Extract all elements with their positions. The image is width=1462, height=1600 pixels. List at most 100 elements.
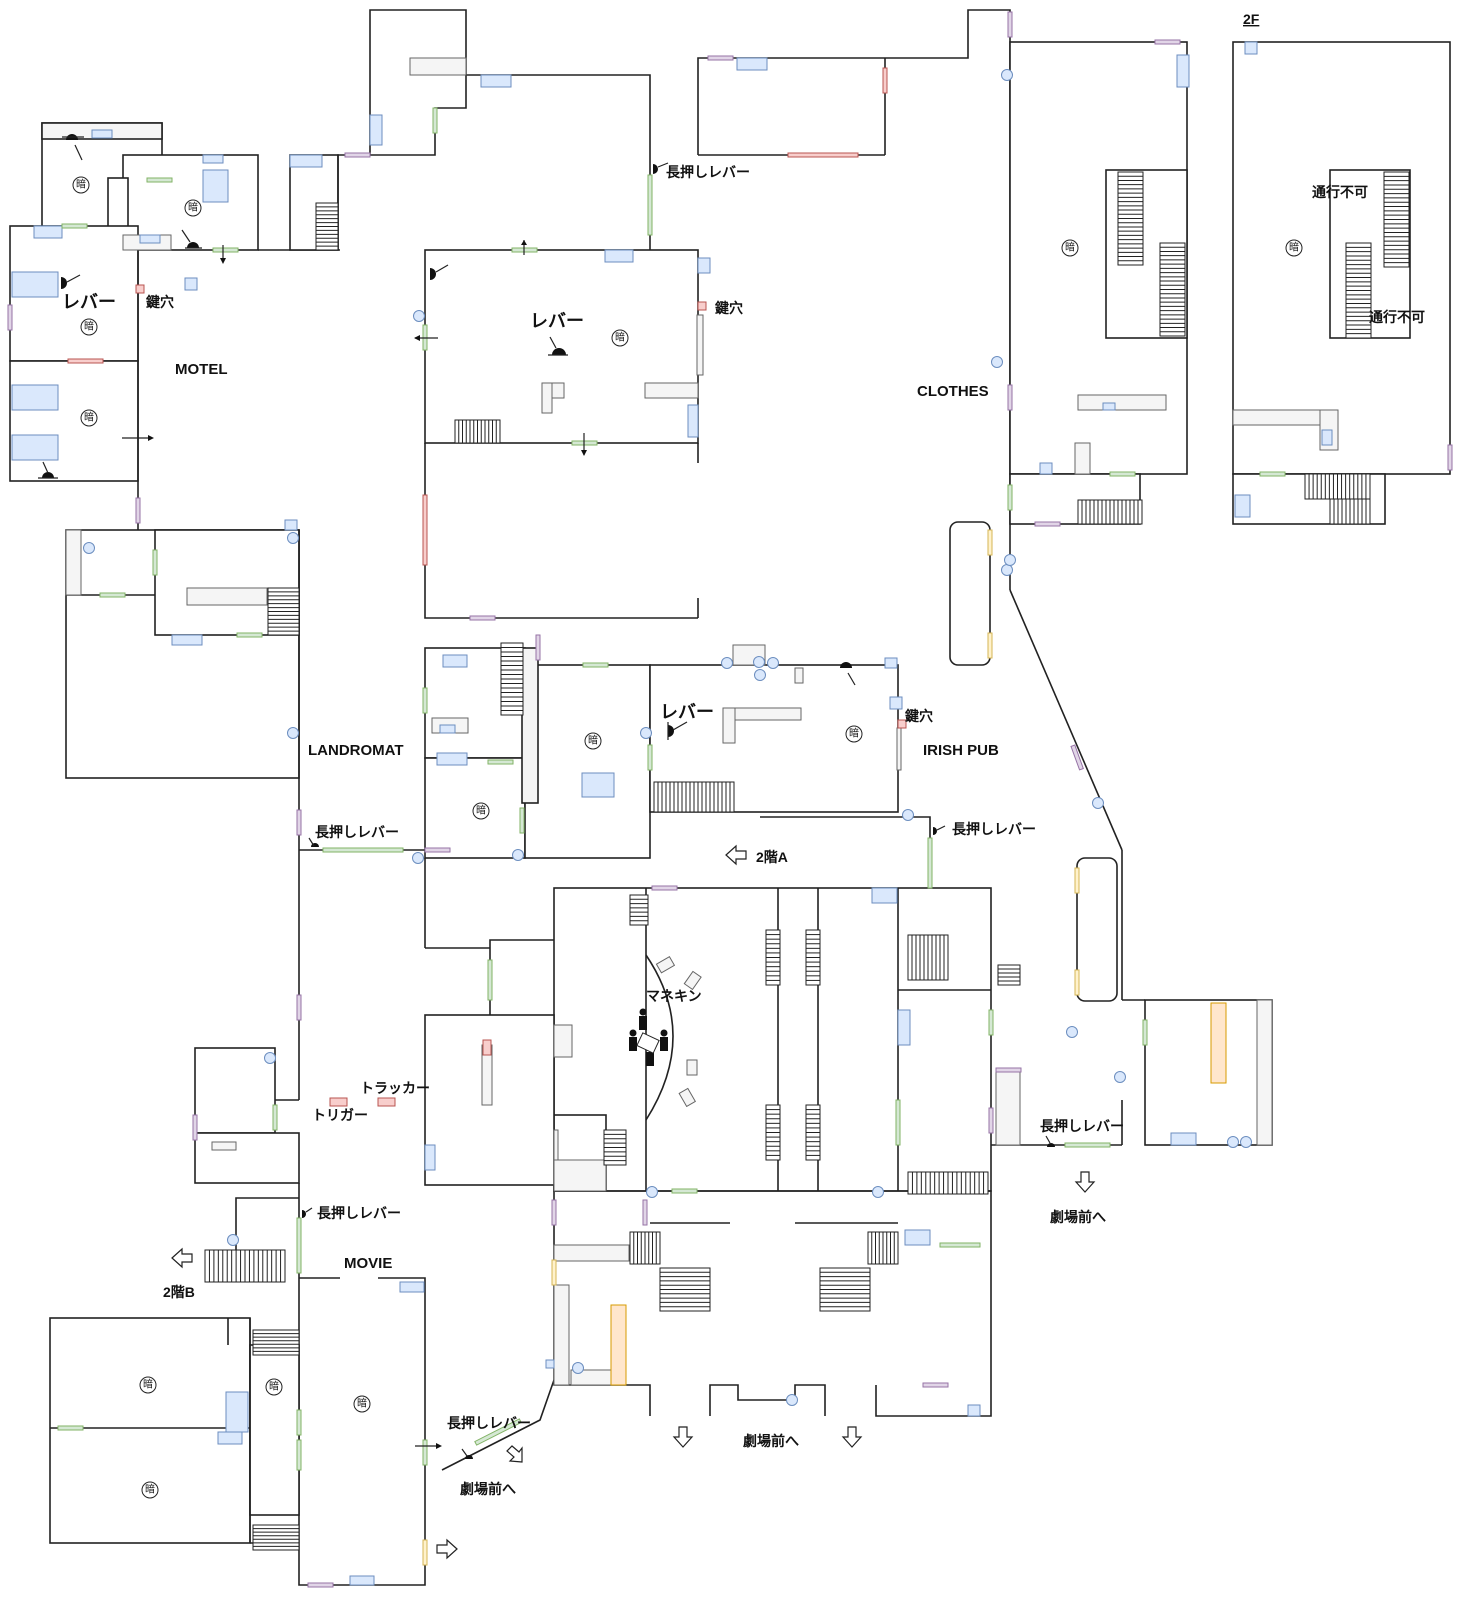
floor2-b-label: 2階B bbox=[163, 1284, 195, 1300]
long-press-lever-label-5: 長押しレバー bbox=[1040, 1118, 1124, 1134]
hollow-arrow-icon bbox=[725, 844, 747, 866]
pillar-icon bbox=[640, 727, 652, 739]
stairs-icon bbox=[1304, 473, 1371, 500]
pub-room-mid bbox=[524, 664, 651, 859]
lever-icon bbox=[933, 827, 937, 835]
pillar-icon bbox=[786, 1394, 798, 1406]
to-theater-front-label-1: 劇場前へ bbox=[1050, 1209, 1106, 1225]
pillar-icon bbox=[512, 849, 524, 861]
stairs-icon bbox=[500, 642, 524, 716]
hollow-arrow-icon bbox=[506, 1445, 523, 1463]
pillar-icon bbox=[1240, 1136, 1252, 1148]
svg-text:暗: 暗 bbox=[269, 1380, 279, 1393]
pillar-icon bbox=[412, 852, 424, 864]
pillar-icon bbox=[872, 1186, 884, 1198]
long-press-lever-label-3: 長押しレバー bbox=[315, 824, 399, 840]
long-press-lever-label-6: 長押しレバー bbox=[447, 1415, 531, 1431]
stairs-icon bbox=[603, 1129, 627, 1166]
pub-column bbox=[521, 647, 539, 804]
stairs-icon bbox=[629, 1231, 661, 1265]
stairs-icon bbox=[1159, 242, 1186, 337]
stairs-icon bbox=[997, 964, 1021, 986]
svg-text:暗: 暗 bbox=[357, 1397, 367, 1410]
hollow-arrow-icon bbox=[171, 1247, 193, 1269]
stairs-icon bbox=[1329, 498, 1371, 525]
elevator-bottom bbox=[1076, 857, 1118, 1002]
stairs-icon bbox=[1383, 171, 1410, 268]
stairs-icon bbox=[1345, 242, 1372, 339]
stairs-icon bbox=[907, 934, 949, 981]
svg-text:暗: 暗 bbox=[84, 411, 94, 424]
area-movie-label: MOVIE bbox=[344, 1255, 392, 1272]
stairs-icon bbox=[629, 894, 649, 926]
area-clothes-label: CLOTHES bbox=[917, 383, 989, 400]
stairs-icon bbox=[805, 929, 821, 986]
pillar-icon bbox=[1227, 1136, 1239, 1148]
to-theater-front-label-3: 劇場前へ bbox=[460, 1481, 516, 1497]
hollow-arrow-icon bbox=[436, 1538, 458, 1560]
pillar-icon bbox=[767, 657, 779, 669]
stairs-icon bbox=[252, 1524, 300, 1551]
pillar-icon bbox=[1001, 564, 1013, 576]
person-icon bbox=[629, 1029, 637, 1051]
stairs-icon bbox=[653, 781, 735, 813]
no-entry-label-2: 通行不可 bbox=[1369, 309, 1425, 325]
lever-icon bbox=[668, 725, 674, 737]
pillar-icon bbox=[1114, 1071, 1126, 1083]
pillar-icon bbox=[991, 356, 1003, 368]
floor-2f-label: 2F bbox=[1243, 11, 1260, 27]
dark-room-marker: 暗 bbox=[1285, 239, 1303, 257]
pillar-icon bbox=[413, 310, 425, 322]
mannequin-group bbox=[629, 1008, 668, 1066]
area-motel-label: MOTEL bbox=[175, 361, 228, 378]
trigger-left-lower bbox=[194, 1132, 300, 1184]
pillar-icon bbox=[754, 669, 766, 681]
svg-text:暗: 暗 bbox=[145, 1483, 155, 1496]
dark-room-marker: 暗 bbox=[584, 732, 602, 750]
dark-room-marker: 暗 bbox=[72, 176, 90, 194]
right-lower-room bbox=[1144, 999, 1273, 1146]
stairs-icon bbox=[765, 929, 781, 986]
stairs-icon bbox=[765, 1104, 781, 1161]
dark-room-marker: 暗 bbox=[80, 318, 98, 336]
long-press-lever-label-1: 長押しレバー bbox=[666, 164, 750, 180]
dark-room-marker: 暗 bbox=[141, 1481, 159, 1499]
stairs-icon bbox=[659, 1267, 711, 1312]
lever-icon bbox=[653, 164, 658, 174]
pillar-icon bbox=[227, 1234, 239, 1246]
dark-room-marker: 暗 bbox=[845, 725, 863, 743]
pillar-icon bbox=[1066, 1026, 1078, 1038]
trigger-left-room bbox=[194, 1047, 276, 1134]
dark-room-marker: 暗 bbox=[611, 329, 629, 347]
pillars bbox=[83, 69, 1252, 1406]
dark-marks: 暗暗暗暗暗暗暗暗暗暗暗暗暗暗 bbox=[72, 176, 1303, 1499]
svg-text:暗: 暗 bbox=[76, 178, 86, 191]
stairs-icon bbox=[805, 1104, 821, 1161]
lever-label-center: レバー bbox=[530, 311, 584, 331]
stairs-icon bbox=[867, 1231, 899, 1265]
pillar-icon bbox=[83, 542, 95, 554]
pillar-icon bbox=[721, 657, 733, 669]
svg-text:暗: 暗 bbox=[143, 1378, 153, 1391]
direction-arrows bbox=[122, 240, 587, 1449]
pillar-icon bbox=[287, 727, 299, 739]
lever-icon bbox=[1047, 1143, 1055, 1147]
person-icon bbox=[660, 1029, 668, 1051]
svg-text:暗: 暗 bbox=[84, 320, 94, 333]
pillar-icon bbox=[753, 656, 765, 668]
hollow-arrows bbox=[171, 844, 1096, 1560]
trigger-label: トリガー bbox=[312, 1107, 368, 1123]
dark-room-marker: 暗 bbox=[353, 1395, 371, 1413]
pillar-icon bbox=[287, 532, 299, 544]
area-landromat-label: LANDROMAT bbox=[308, 742, 404, 759]
long-press-lever-label-4: 長押しレバー bbox=[317, 1205, 401, 1221]
svg-text:暗: 暗 bbox=[1065, 241, 1075, 254]
dark-room-marker: 暗 bbox=[139, 1376, 157, 1394]
lever-label-pub: レバー bbox=[660, 702, 714, 722]
dark-room-marker: 暗 bbox=[472, 802, 490, 820]
tracker-label: トラッカー bbox=[360, 1080, 430, 1096]
floor2-a-label: 2階A bbox=[756, 849, 788, 865]
furniture bbox=[11, 41, 1339, 1586]
bell-lever-icon bbox=[187, 242, 199, 248]
stairs-icon bbox=[267, 587, 300, 636]
